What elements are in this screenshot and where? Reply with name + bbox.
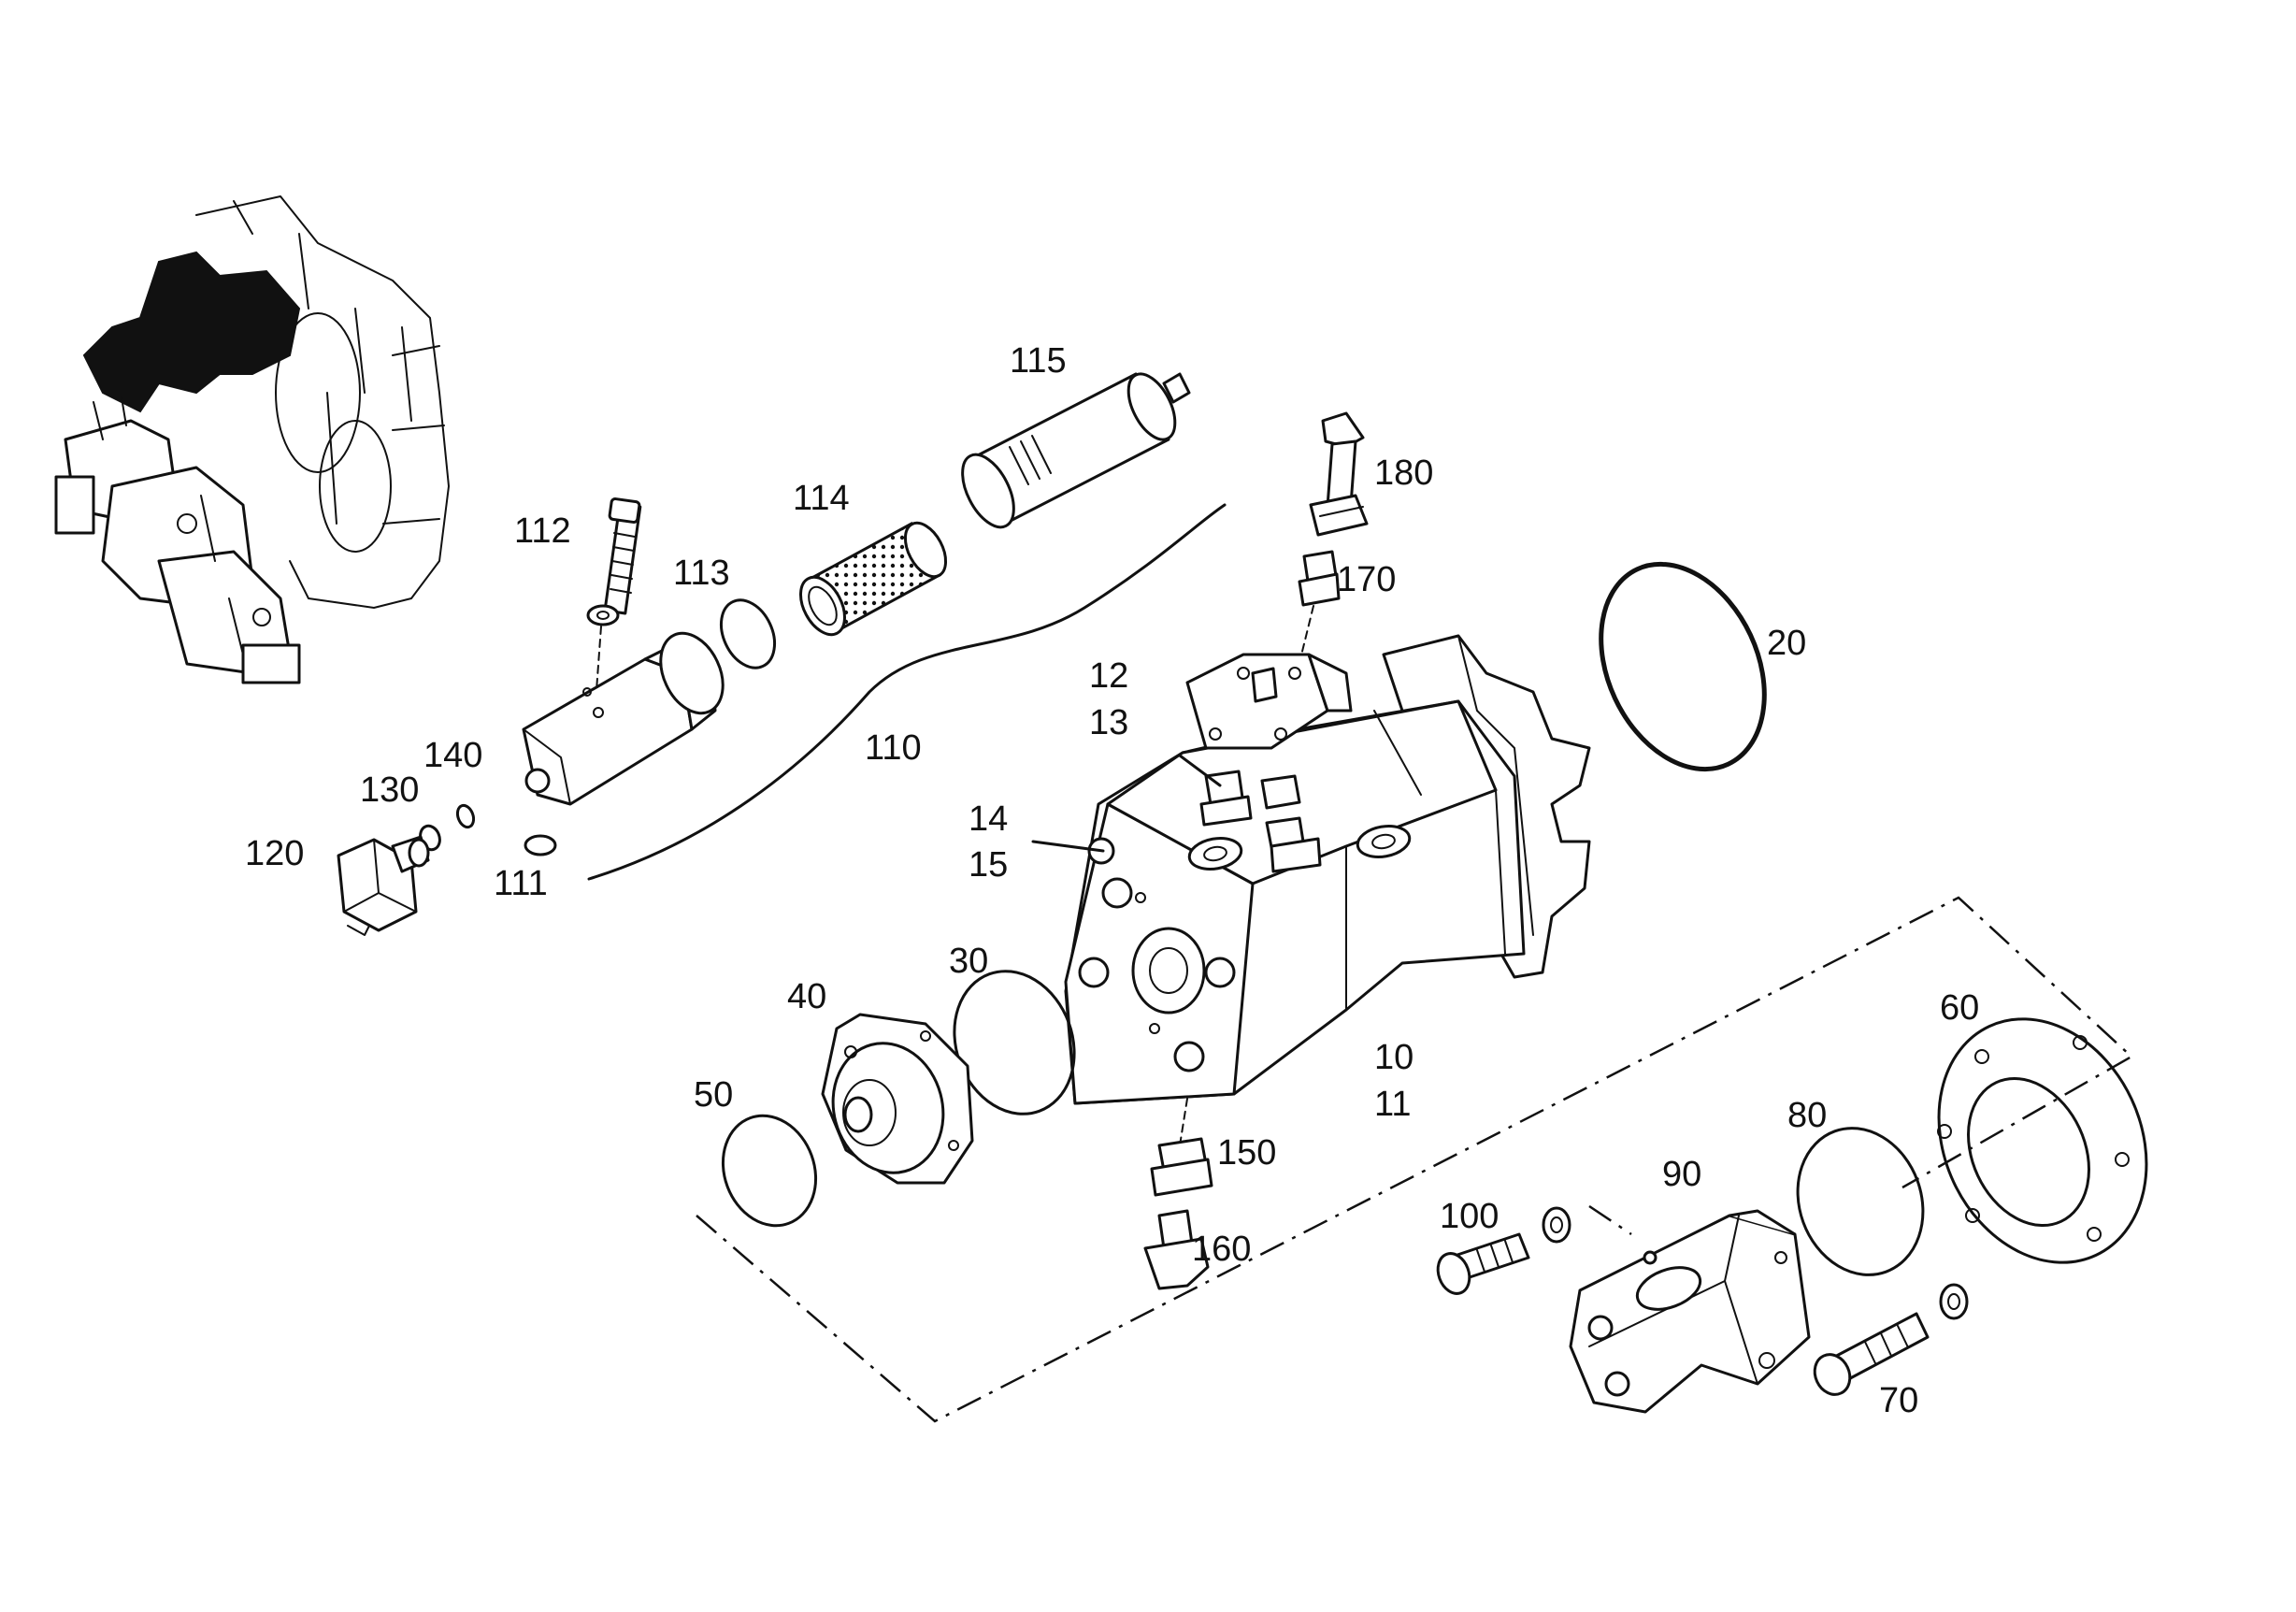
label-13: 13 bbox=[1089, 703, 1128, 742]
part-20-large-o-ring bbox=[1599, 561, 1767, 772]
label-114: 114 bbox=[793, 479, 850, 518]
part-100-bolt bbox=[1436, 1206, 1571, 1295]
label-160: 160 bbox=[1192, 1230, 1251, 1269]
part-160-valve bbox=[1143, 1209, 1210, 1290]
label-10: 10 bbox=[1374, 1038, 1413, 1077]
label-80: 80 bbox=[1787, 1096, 1827, 1135]
label-20: 20 bbox=[1767, 624, 1806, 663]
part-labels: 115 180 114 112 113 170 20 12 13 110 140… bbox=[245, 341, 1979, 1420]
label-12: 12 bbox=[1089, 656, 1128, 696]
label-15: 15 bbox=[969, 845, 1008, 885]
part-115-filter-housing bbox=[961, 372, 1191, 529]
label-14: 14 bbox=[969, 799, 1008, 839]
part-50-o-ring bbox=[721, 1114, 818, 1228]
label-130: 130 bbox=[360, 770, 419, 810]
part-80-o-ring bbox=[1796, 1127, 1925, 1276]
part-180-fitting bbox=[1309, 411, 1369, 537]
label-113: 113 bbox=[673, 554, 730, 593]
label-140: 140 bbox=[423, 736, 482, 775]
label-111: 111 bbox=[494, 864, 548, 903]
leader-12-13 bbox=[1178, 754, 1222, 787]
part-111-o-ring bbox=[524, 834, 557, 856]
label-40: 40 bbox=[787, 977, 826, 1016]
label-150: 150 bbox=[1217, 1133, 1276, 1173]
part-90-gear-pump bbox=[1569, 1209, 1811, 1414]
label-100: 100 bbox=[1440, 1197, 1499, 1236]
assembly-boundary bbox=[696, 896, 2134, 1423]
label-170: 170 bbox=[1337, 560, 1396, 599]
label-180: 180 bbox=[1374, 453, 1433, 493]
label-70: 70 bbox=[1879, 1381, 1918, 1420]
label-90: 90 bbox=[1662, 1155, 1701, 1194]
part-140-o-ring bbox=[455, 803, 476, 829]
part-150-plug bbox=[1150, 1137, 1213, 1197]
label-50: 50 bbox=[694, 1075, 733, 1115]
overview-sketch bbox=[54, 195, 450, 684]
part-10-11-pump-body bbox=[1064, 634, 1591, 1146]
part-60-adapter-ring bbox=[1937, 1017, 2148, 1264]
part-70-bolt bbox=[1813, 1283, 1969, 1396]
label-120: 120 bbox=[245, 834, 304, 873]
part-114-mesh-filter bbox=[799, 521, 948, 637]
label-115: 115 bbox=[1010, 341, 1067, 381]
leader-14-15 bbox=[1031, 840, 1105, 853]
assembly-boundary-link bbox=[1588, 1204, 1632, 1236]
part-113-o-ring bbox=[719, 598, 777, 669]
part-40-cover bbox=[821, 1013, 974, 1185]
label-112: 112 bbox=[514, 511, 571, 551]
label-30: 30 bbox=[949, 942, 988, 981]
part-120-sensor-plug bbox=[337, 835, 430, 936]
line-110 bbox=[587, 503, 1227, 881]
label-60: 60 bbox=[1940, 988, 1979, 1028]
label-110: 110 bbox=[865, 728, 922, 768]
label-11: 11 bbox=[1374, 1085, 1411, 1124]
filter-head bbox=[522, 631, 725, 806]
